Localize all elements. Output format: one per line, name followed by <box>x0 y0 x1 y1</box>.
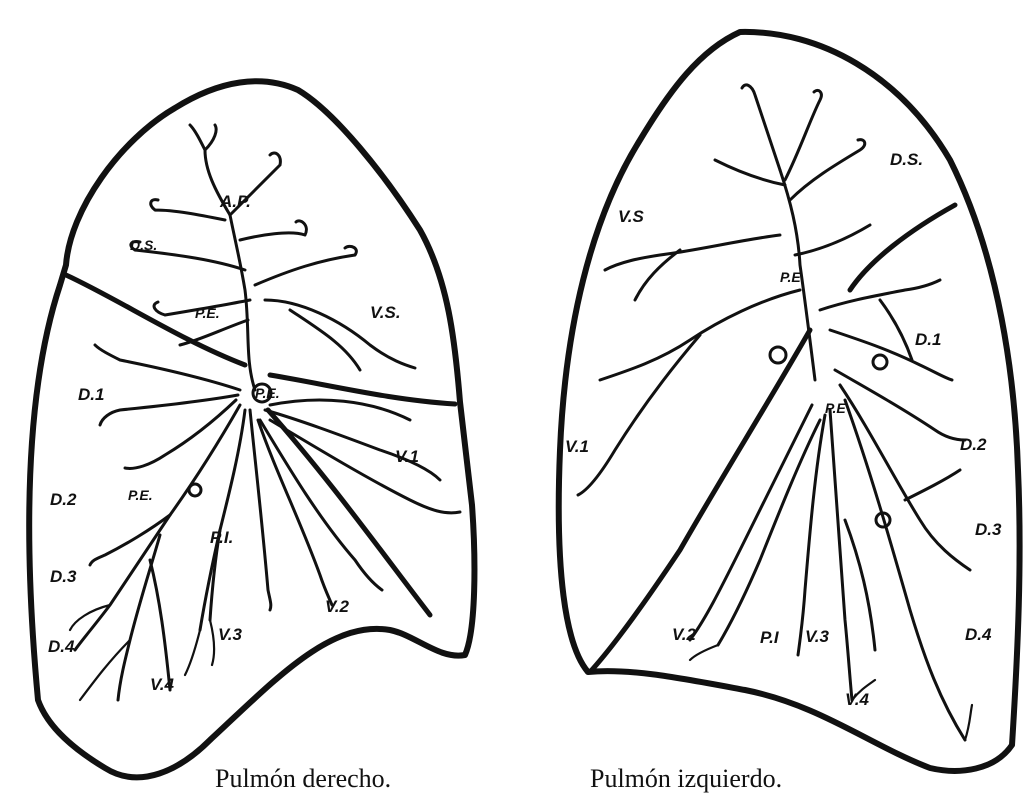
right-label-v4: V.4 <box>150 675 175 694</box>
right-lung: A.P. D.S. P.E. V.S. P.E. D.1 D.2 P.E. P.… <box>29 81 474 777</box>
right-label-d1: D.1 <box>78 385 104 404</box>
right-label-v2: V.2 <box>325 597 350 616</box>
left-label-v1: V.1 <box>565 437 589 456</box>
right-label-vs: V.S. <box>370 303 401 322</box>
right-label-pi: P.I. <box>210 528 233 547</box>
left-label-vs: V.S <box>618 207 645 226</box>
right-bronchial-tree <box>70 125 460 700</box>
left-lung: D.S. V.S P.E D.1 V.1 P.E D.2 D.3 D.4 V.2… <box>559 32 1020 771</box>
right-label-pe-mid: P.E. <box>255 385 280 401</box>
left-label-d4: D.4 <box>965 625 992 644</box>
right-label-ds: D.S. <box>130 237 157 253</box>
left-label-pe-lower: P.E <box>825 400 846 416</box>
left-label-ds: D.S. <box>890 150 923 169</box>
left-label-pi: P.I <box>760 628 780 647</box>
left-lung-outline <box>559 32 1020 771</box>
right-label-v3: V.3 <box>218 625 243 644</box>
caption-right-lung: Pulmón derecho. <box>215 764 391 793</box>
left-label-d1: D.1 <box>915 330 941 349</box>
right-lower-fissure <box>268 410 430 615</box>
left-oblique-fissure <box>590 330 810 672</box>
right-label-pe-lower: P.E. <box>128 487 153 503</box>
left-label-v3: V.3 <box>805 627 830 646</box>
right-label-d3: D.3 <box>50 567 77 586</box>
left-label-d2: D.2 <box>960 435 987 454</box>
right-label-ap: A.P. <box>219 192 251 211</box>
left-label-v2: V.2 <box>672 625 697 644</box>
right-label-pe-upper: P.E. <box>195 305 220 321</box>
right-label-d2: D.2 <box>50 490 77 509</box>
caption-left-lung: Pulmón izquierdo. <box>590 764 782 793</box>
left-label-d3: D.3 <box>975 520 1002 539</box>
left-label-pe-upper: P.E <box>780 269 801 285</box>
left-label-v4: V.4 <box>845 690 870 709</box>
left-upper-fissure <box>850 205 955 290</box>
right-label-d4: D.4 <box>48 637 75 656</box>
right-label-v1: V.1 <box>395 447 419 466</box>
